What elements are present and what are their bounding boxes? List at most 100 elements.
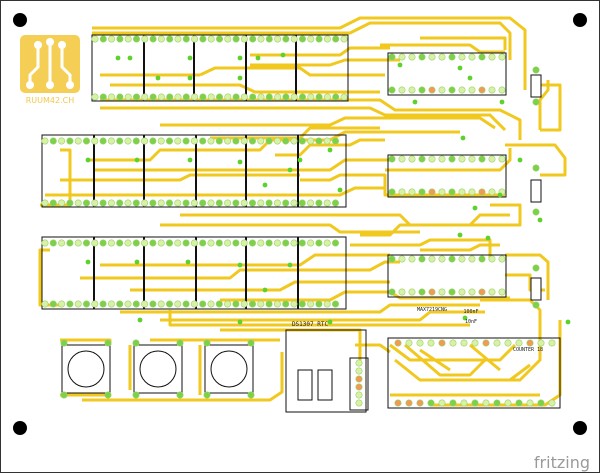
pad [438, 399, 446, 407]
pad [515, 399, 523, 407]
driver-ic-3 [387, 254, 507, 298]
via [287, 262, 293, 268]
pad [498, 155, 506, 163]
pad [107, 137, 115, 145]
pad [478, 86, 486, 94]
pad [460, 399, 468, 407]
pad [207, 137, 215, 145]
via [85, 157, 91, 163]
via [297, 157, 303, 163]
pad [388, 53, 396, 61]
pad [493, 399, 501, 407]
pad [448, 53, 456, 61]
pad [240, 137, 248, 145]
pad [232, 239, 240, 247]
pad [116, 300, 124, 308]
pad [74, 199, 82, 207]
pad [315, 300, 323, 308]
pad [199, 300, 207, 308]
pad [240, 300, 248, 308]
pad [398, 155, 406, 163]
pad [438, 155, 446, 163]
pad [418, 188, 426, 196]
pad [548, 339, 556, 347]
via [237, 319, 243, 325]
driver-label: MAX7219CNG [417, 307, 447, 313]
pad [124, 93, 132, 101]
via [565, 319, 571, 325]
pad [408, 86, 416, 94]
pad [488, 288, 496, 296]
pad [388, 86, 396, 94]
pad [91, 93, 99, 101]
pad [323, 300, 331, 308]
pad [428, 155, 436, 163]
pad [398, 188, 406, 196]
pad [107, 239, 115, 247]
pad [99, 239, 107, 247]
counter-module [387, 337, 561, 409]
pad [488, 53, 496, 61]
pad [394, 399, 402, 407]
pad [240, 199, 248, 207]
pad [548, 399, 556, 407]
pad [298, 137, 306, 145]
pad [66, 239, 74, 247]
pad [74, 300, 82, 308]
pad [265, 93, 273, 101]
pad [132, 199, 140, 207]
pad [537, 399, 545, 407]
via [412, 99, 418, 105]
via [115, 55, 121, 61]
pad [427, 339, 435, 347]
ruum42-logo: RUUM42.CH [20, 35, 80, 105]
pad [408, 155, 416, 163]
pad [49, 300, 57, 308]
pad [418, 255, 426, 263]
counter-label: COUNTER 18 [513, 347, 543, 353]
pad [532, 301, 540, 309]
pad [108, 35, 116, 43]
module-dividers [93, 35, 299, 309]
via [287, 167, 293, 173]
pad [323, 239, 331, 247]
pad [247, 339, 255, 347]
logo-text: RUUM42.CH [26, 96, 75, 105]
pad [537, 339, 545, 347]
pad [176, 339, 184, 347]
pad [471, 399, 479, 407]
pad [116, 239, 124, 247]
mounting-hole-top-left [13, 13, 27, 27]
pad [438, 255, 446, 263]
pad [418, 288, 426, 296]
pad [257, 199, 265, 207]
pad [471, 339, 479, 347]
pad [282, 35, 290, 43]
pad [298, 239, 306, 247]
pad [482, 399, 490, 407]
pad [331, 137, 339, 145]
via [237, 55, 243, 61]
via [262, 182, 268, 188]
pad [504, 399, 512, 407]
pad [448, 188, 456, 196]
pad [468, 53, 476, 61]
pad [60, 339, 68, 347]
pad [273, 239, 281, 247]
pad [99, 35, 107, 43]
pad [323, 199, 331, 207]
pad [405, 399, 413, 407]
pad [66, 137, 74, 145]
capacitor-label-1: 100nF [463, 309, 478, 315]
pad [133, 93, 141, 101]
pad [478, 155, 486, 163]
pad [91, 137, 99, 145]
pad [249, 137, 257, 145]
pad [438, 86, 446, 94]
pad [274, 35, 282, 43]
pad [398, 288, 406, 296]
pad [232, 199, 240, 207]
pad [388, 188, 396, 196]
driver-ic-2 [387, 154, 507, 198]
pad [438, 188, 446, 196]
